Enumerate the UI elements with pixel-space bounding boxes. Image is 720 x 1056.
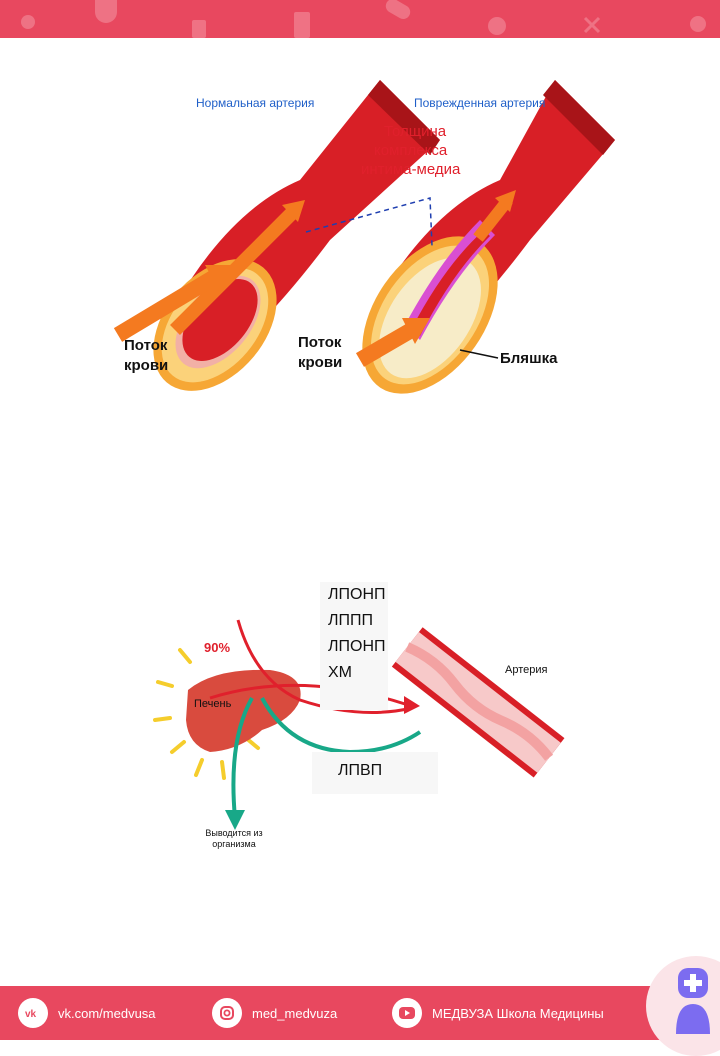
header-decor-icon bbox=[21, 15, 35, 29]
footer-bar: vk vk.com/medvusa med_medvuza МЕДВУЗА Шк… bbox=[0, 986, 720, 1040]
hdl-label: ЛПВП bbox=[338, 762, 383, 779]
liver-label: Печень bbox=[194, 698, 232, 710]
flow-arrow-normal-in bbox=[113, 268, 223, 342]
percent-label: 90% bbox=[204, 640, 230, 655]
damaged-artery-label: Поврежденная артерия bbox=[414, 96, 545, 110]
lipoprotein-diagram: 90% Печень Артерия Выводится из организм… bbox=[153, 619, 565, 849]
header-decor bbox=[21, 0, 706, 38]
lipoprotein-list-box: ЛПОНП ЛППП ЛПОНП ХМ bbox=[320, 582, 388, 710]
teal-arrow-from-artery bbox=[260, 697, 422, 755]
artery-label: Артерия bbox=[505, 664, 548, 676]
instagram-icon bbox=[212, 998, 242, 1028]
header-decor-icon bbox=[95, 0, 117, 23]
header-decor-icon bbox=[192, 20, 206, 38]
flow-right-label-2: крови bbox=[298, 354, 342, 371]
svg-text:vk: vk bbox=[25, 1009, 37, 1018]
lipoprotein-item: ЛПОНП bbox=[328, 638, 386, 655]
lipoprotein-item: ХМ bbox=[328, 664, 352, 681]
header-decor-icon bbox=[583, 16, 601, 34]
flow-left-label-1: Поток bbox=[124, 337, 168, 354]
artery-segment bbox=[391, 627, 565, 778]
imt-dashed-line bbox=[305, 197, 433, 247]
mascot-icon bbox=[646, 956, 720, 1056]
imt-label-2: комплекса bbox=[374, 142, 448, 159]
vk-link-text: vk.com/medvusa bbox=[58, 1005, 156, 1021]
red-arrow-1 bbox=[236, 619, 413, 714]
flow-arrow-damaged-in bbox=[355, 321, 420, 367]
excreted-label-1: Выводится из bbox=[205, 828, 262, 838]
liver-shape bbox=[186, 669, 301, 752]
vk-icon: vk bbox=[18, 998, 48, 1028]
damaged-artery bbox=[355, 80, 615, 394]
flow-arrow-normal bbox=[170, 205, 300, 335]
imt-label-3: интима-медиа bbox=[361, 161, 461, 178]
header-decor-icon bbox=[690, 16, 706, 32]
instagram-link-text: med_medvuza bbox=[252, 1005, 338, 1021]
normal-artery bbox=[113, 80, 440, 391]
flow-left-label-2: крови bbox=[124, 357, 168, 374]
artery-diagram: Нормальная артерия Поврежденная артерия … bbox=[113, 80, 615, 394]
lipoprotein-item: ЛПОНП bbox=[328, 586, 386, 603]
header-decor-icon bbox=[385, 0, 411, 19]
lipoprotein-item: ЛППП bbox=[328, 612, 373, 629]
normal-artery-label: Нормальная артерия bbox=[196, 96, 314, 110]
header-bar bbox=[0, 0, 720, 38]
hdl-box: ЛПВП bbox=[312, 752, 438, 794]
plaque-label: Бляшка bbox=[500, 350, 558, 367]
header-decor-icon bbox=[294, 12, 310, 38]
flow-right-label-1: Поток bbox=[298, 334, 342, 351]
imt-label-1: Толщина bbox=[384, 123, 447, 140]
youtube-icon bbox=[392, 998, 422, 1028]
instagram-link[interactable]: med_medvuza bbox=[212, 998, 337, 1028]
header-decor-icon bbox=[488, 17, 506, 35]
youtube-link[interactable]: МЕДВУЗА Школа Медицины bbox=[392, 998, 604, 1028]
plaque-pointer-line bbox=[459, 349, 499, 359]
youtube-link-text: МЕДВУЗА Школа Медицины bbox=[432, 1005, 604, 1021]
teal-arrow-excrete bbox=[231, 697, 254, 819]
liver-rays bbox=[153, 648, 260, 780]
vk-link[interactable]: vk vk.com/medvusa bbox=[18, 998, 156, 1028]
excreted-label-2: организма bbox=[212, 839, 255, 849]
